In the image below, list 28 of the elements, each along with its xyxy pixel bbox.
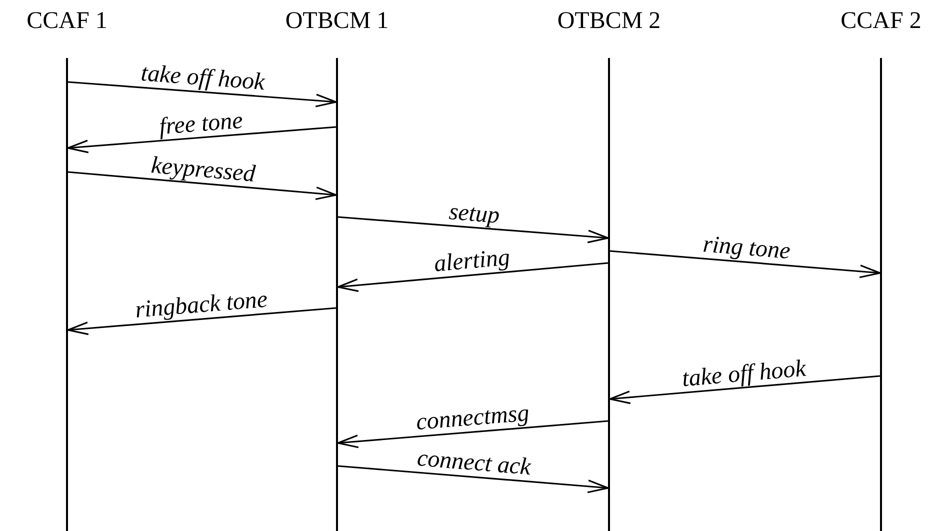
edge-label: ring tone xyxy=(702,232,791,264)
message-arrow xyxy=(338,465,609,494)
lifeline-heading: OTBCM 2 xyxy=(557,8,661,35)
lifeline xyxy=(880,58,882,531)
lifeline xyxy=(336,58,338,531)
message-arrow xyxy=(337,420,608,448)
message-arrow xyxy=(67,307,336,336)
edge-label: take off hook xyxy=(681,356,807,391)
edge-label: keypressed xyxy=(150,153,256,186)
edge-label: connect ack xyxy=(416,446,532,480)
message-arrow xyxy=(338,216,609,244)
edge-label: free tone xyxy=(158,108,244,139)
lifeline-heading: CCAF 2 xyxy=(840,8,922,35)
message-arrow xyxy=(68,81,337,108)
message-arrow xyxy=(67,126,336,154)
edge-label: connectmsg xyxy=(414,401,530,435)
edge-label: alerting xyxy=(433,246,511,276)
lifeline-heading: CCAF 1 xyxy=(26,8,108,35)
edge-label: setup xyxy=(448,200,500,228)
message-arrow xyxy=(337,262,608,292)
message-arrow xyxy=(68,171,337,200)
lifeline xyxy=(608,58,610,531)
message-arrow xyxy=(609,375,880,404)
lifeline xyxy=(66,58,68,531)
message-arrow xyxy=(610,250,881,278)
lifeline-heading: OTBCM 1 xyxy=(285,8,389,35)
edge-label: take off hook xyxy=(140,61,266,95)
edge-label: ringback tone xyxy=(134,288,268,322)
